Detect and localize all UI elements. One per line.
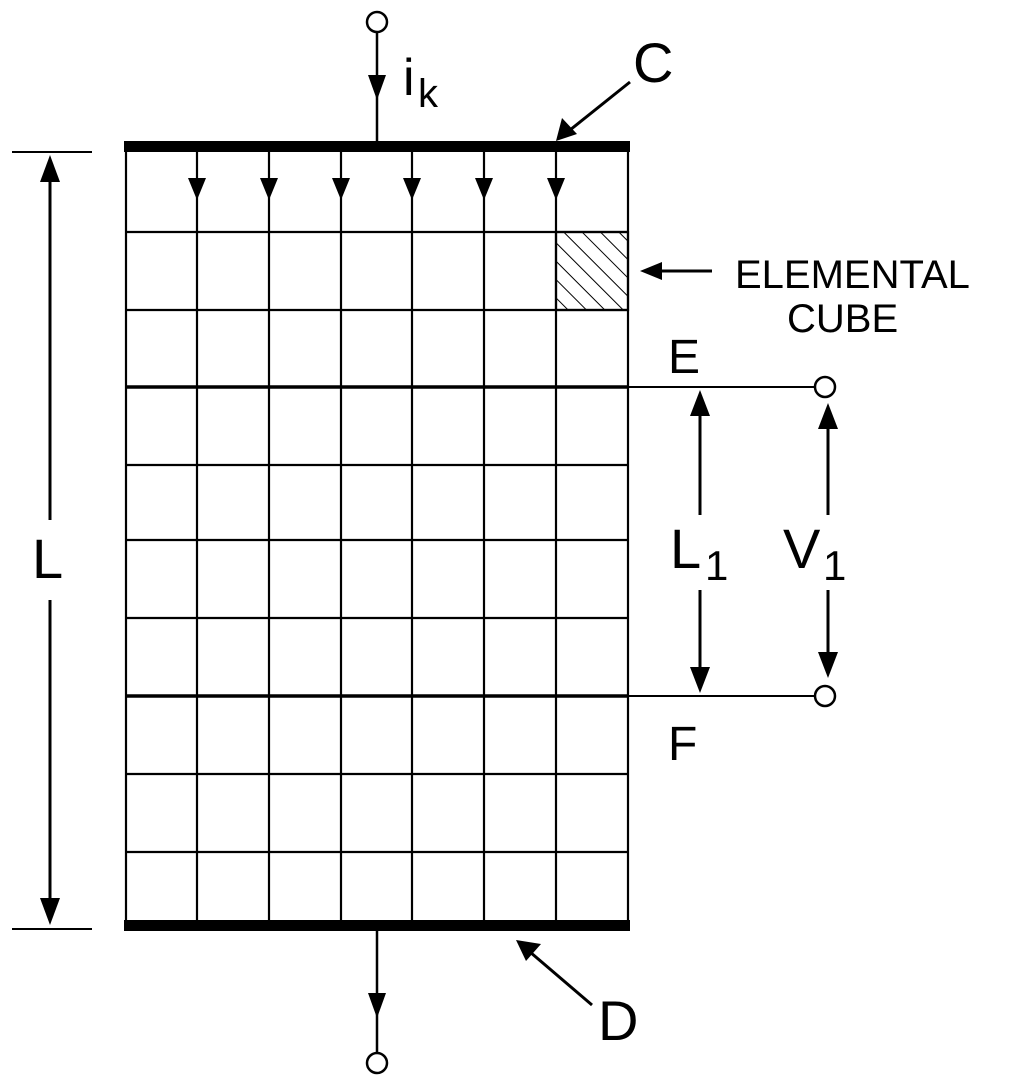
probe-lead-e <box>628 375 837 399</box>
voltage-dimension <box>818 403 838 678</box>
bottom-electrode <box>124 920 630 931</box>
voltage-subscript: 1 <box>823 542 846 589</box>
top-electrode <box>124 141 630 152</box>
probe-e-label: E <box>668 331 700 384</box>
probe-spacing-label: L <box>670 517 701 580</box>
current-label: i <box>403 49 415 107</box>
probe-lead-f <box>628 684 837 708</box>
current-subscript: k <box>418 72 439 116</box>
sample-grid <box>124 143 630 930</box>
elemental-cube-pointer <box>640 262 712 280</box>
elemental-cube-label-line1: ELEMENTAL <box>735 253 970 297</box>
current-out-arrow <box>368 993 386 1018</box>
current-in-arrow <box>368 75 386 100</box>
total-length-dimension <box>12 151 92 930</box>
electrode-pointer-c <box>556 80 631 141</box>
top-electrode-label: C <box>633 31 673 94</box>
probe-spacing-subscript: 1 <box>705 542 728 589</box>
bottom-terminal <box>365 931 389 1075</box>
top-terminal <box>365 10 389 143</box>
voltage-label: V <box>783 517 821 580</box>
elemental-cube-label-line2: CUBE <box>787 297 898 341</box>
electrode-pointer-d <box>516 940 593 1007</box>
probe-f-label: F <box>668 718 697 771</box>
elemental-cube <box>554 230 630 312</box>
current-flow-arrows <box>188 178 565 200</box>
probe-spacing-dimension <box>690 390 710 693</box>
total-length-label: L <box>32 527 63 590</box>
bottom-electrode-label: D <box>598 989 638 1052</box>
